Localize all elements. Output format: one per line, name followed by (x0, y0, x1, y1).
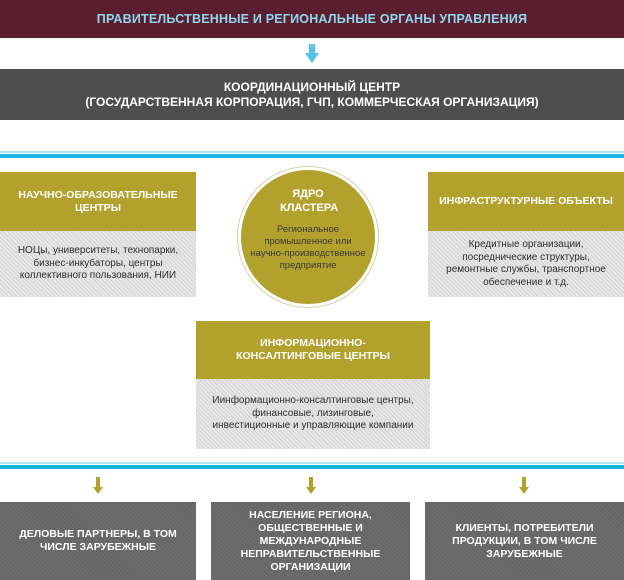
science-centers-header: НАУЧНО-ОБРАЗОВАТЕЛЬНЫЕ ЦЕНТРЫ (0, 172, 196, 231)
regional-population-box: НАСЕЛЕНИЕ РЕГИОНА, ОБЩЕСТВЕННЫЕ И МЕЖДУН… (211, 502, 410, 580)
clients-consumers-label: КЛИЕНТЫ, ПОТРЕБИТЕЛИ ПРОДУКЦИИ, В ТОМ ЧИ… (452, 521, 597, 560)
cluster-core-text: Региональное промышленное или научно-про… (250, 224, 366, 271)
infrastructure-title: ИНФРАСТРУКТУРНЫЕ ОБЪЕКТЫ (439, 195, 613, 207)
top-authorities-label: ПРАВИТЕЛЬСТВЕННЫЕ И РЕГИОНАЛЬНЫЕ ОРГАНЫ … (96, 12, 528, 26)
consulting-centers-header: ИНФОРМАЦИОННО-КОНСАЛТИНГОВЫЕ ЦЕНТРЫ (196, 321, 430, 379)
business-partners-box: ДЕЛОВЫЕ ПАРТНЕРЫ, В ТОМ ЧИСЛЕ ЗАРУБЕЖНЫЕ (0, 502, 196, 580)
science-centers-title: НАУЧНО-ОБРАЗОВАТЕЛЬНЫЕ ЦЕНТРЫ (18, 188, 178, 214)
infrastructure-header: ИНФРАСТРУКТУРНЫЕ ОБЪЕКТЫ (428, 172, 624, 231)
clients-consumers-box: КЛИЕНТЫ, ПОТРЕБИТЕЛИ ПРОДУКЦИИ, В ТОМ ЧИ… (425, 502, 624, 580)
coordination-center-subtitle: (ГОСУДАРСТВЕННАЯ КОРПОРАЦИЯ, ГЧП, КОММЕР… (85, 94, 539, 109)
science-centers-text: НОЦы, университеты, технопарки, бизнес-и… (17, 245, 179, 282)
infrastructure-text: Кредитные организации, посреднические ст… (446, 239, 606, 288)
coordination-center-title: КООРДИНАЦИОННЫЙ ЦЕНТР (223, 79, 401, 94)
separator-line (0, 151, 624, 159)
consulting-centers-title: ИНФОРМАЦИОННО-КОНСАЛТИНГОВЫЕ ЦЕНТРЫ (236, 337, 390, 362)
consulting-centers-text: Иинформационно-консалтинговые центры, фи… (212, 395, 414, 432)
separator-line (0, 462, 624, 470)
consulting-centers-description: Иинформационно-консалтинговые центры, фи… (196, 379, 430, 449)
regional-population-label: НАСЕЛЕНИЕ РЕГИОНА, ОБЩЕСТВЕННЫЕ И МЕЖДУН… (240, 508, 381, 573)
olive-down-arrow-icon (306, 477, 316, 494)
infrastructure-description: Кредитные организации, посреднические ст… (428, 231, 624, 297)
coordination-center: КООРДИНАЦИОННЫЙ ЦЕНТР (ГОСУДАРСТВЕННАЯ К… (0, 69, 624, 120)
business-partners-label: ДЕЛОВЫЕ ПАРТНЕРЫ, В ТОМ ЧИСЛЕ ЗАРУБЕЖНЫЕ (19, 528, 177, 553)
olive-down-arrow-icon (519, 477, 529, 494)
cluster-core-circle (238, 167, 378, 307)
olive-down-arrow-icon (93, 477, 103, 494)
science-centers-description: НОЦы, университеты, технопарки, бизнес-и… (0, 231, 196, 297)
top-authorities-bar: ПРАВИТЕЛЬСТВЕННЫЕ И РЕГИОНАЛЬНЫЕ ОРГАНЫ … (0, 0, 624, 38)
blue-down-arrow-icon (305, 44, 319, 63)
cluster-core-title: ЯДРО КЛАСТЕРА (280, 188, 339, 214)
